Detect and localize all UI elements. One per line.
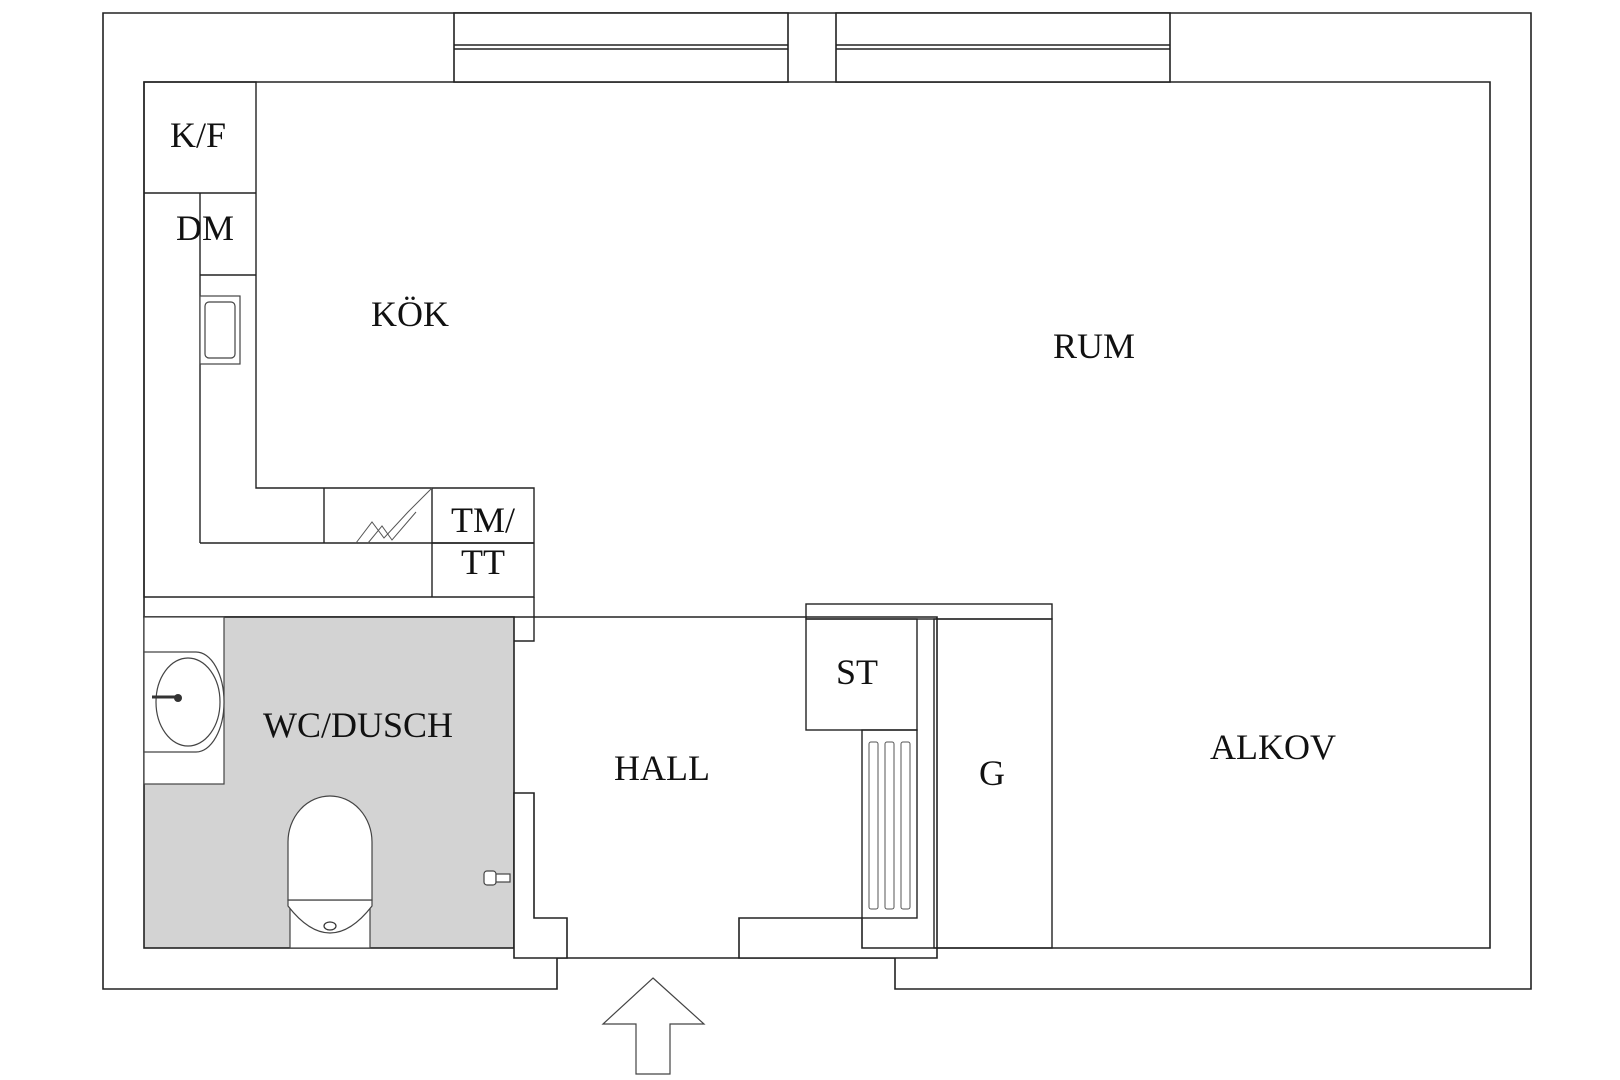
kitchen-counter [143,81,535,598]
shower-icon [483,870,511,886]
window-right [835,12,1171,83]
cooktop-mark [355,487,433,544]
entrance-arrow-icon [601,977,706,1075]
washbasin-icon [143,651,225,753]
room-label-kitchen: KÖK [371,294,449,334]
radiator-icon [861,729,918,919]
storage-shelf-top [805,603,1053,620]
room-label-hall: HALL [614,748,710,788]
room-label-alcove: ALKOV [1210,727,1336,767]
fixture-label-washer-1: TM/ [451,500,515,540]
room-label-bathroom: WC/DUSCH [263,705,453,745]
fixture-label-washer-2: TT [461,542,505,582]
wardrobe-g [933,618,1053,949]
fixture-label-wardrobe: G [979,753,1005,793]
fixture-label-storage: ST [836,652,878,692]
toilet-icon [287,795,373,949]
sink-icon [199,295,241,365]
window-left [453,12,789,83]
fixture-label-dishwasher: DM [176,208,234,248]
room-label-room: RUM [1053,326,1135,366]
fixture-label-fridge: K/F [170,115,226,155]
